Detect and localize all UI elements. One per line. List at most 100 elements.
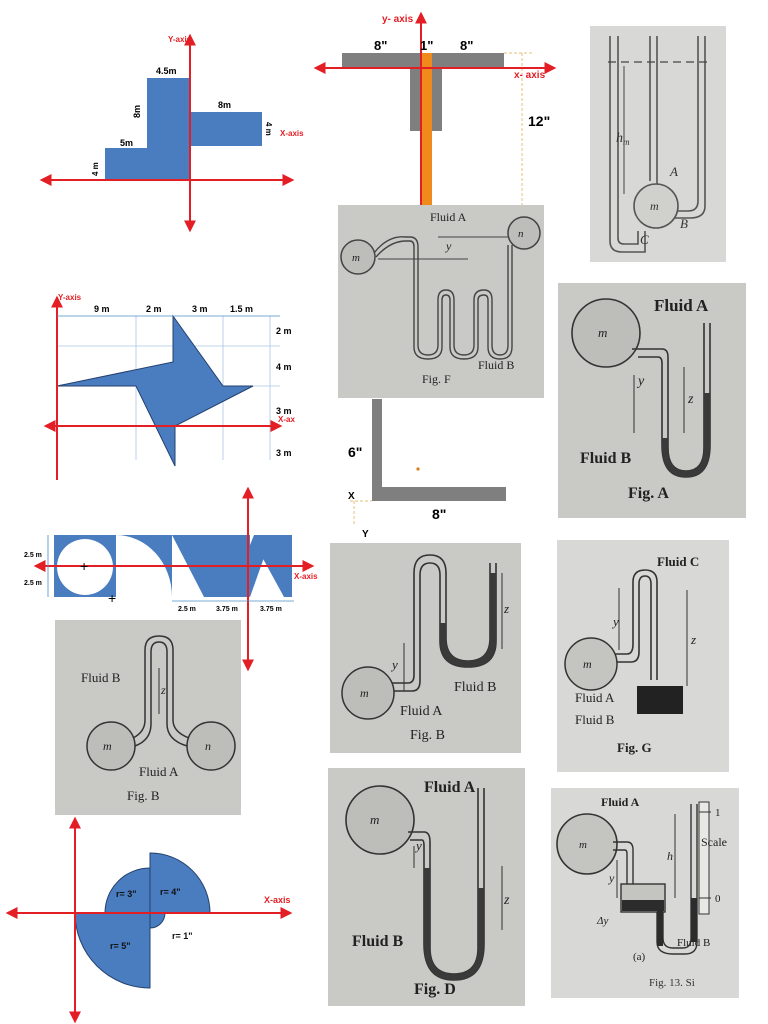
fig-b-mid-photo: z y m Fluid B Fluid A Fig. B bbox=[330, 543, 521, 753]
web-left bbox=[410, 67, 420, 131]
z-label: z bbox=[687, 392, 694, 407]
y-label: y bbox=[414, 838, 422, 853]
m-label: m bbox=[598, 325, 607, 340]
x-label: X bbox=[348, 491, 355, 502]
x-axis-label: X-axis bbox=[280, 129, 304, 138]
fluid-a-label: Fluid A bbox=[654, 296, 709, 315]
middle-block bbox=[116, 535, 172, 597]
m-label: m bbox=[583, 657, 592, 671]
label-hm: hm bbox=[616, 131, 630, 147]
z-label: z bbox=[503, 893, 510, 908]
fig-d-photo: Fluid A m y z Fluid B Fig. D bbox=[328, 768, 525, 1006]
m-label: m bbox=[579, 839, 587, 851]
star-shape bbox=[56, 314, 254, 467]
fig-g-caption: Fig. G bbox=[617, 740, 652, 755]
fluid-a-label: Fluid A bbox=[424, 779, 476, 796]
h-label: h bbox=[667, 849, 673, 863]
dy-label: Δy bbox=[596, 915, 608, 927]
stepped-shape bbox=[105, 78, 262, 180]
fluid-b-label: Fluid B bbox=[478, 358, 514, 372]
dim-8m-right: 8m bbox=[218, 100, 231, 110]
m-label: m bbox=[103, 739, 112, 753]
y-axis-label: y- axis bbox=[382, 14, 414, 25]
dim-right-2m: 2 m bbox=[276, 326, 292, 336]
dim-6: 6" bbox=[348, 444, 362, 460]
m-label: m bbox=[370, 812, 379, 827]
y-label: y bbox=[445, 239, 452, 253]
web-core bbox=[420, 53, 432, 208]
dim-2-5m-bottom: 2.5 m bbox=[24, 580, 42, 587]
dim-bottom-3-75m-b: 3.75 m bbox=[260, 606, 282, 613]
quarter-r1 bbox=[149, 912, 166, 929]
label-r1: r= 1" bbox=[172, 931, 193, 941]
stepped-section-diagram: Y-axis X-axis 4.5m 8m 8m 5m 4 m 4 m bbox=[30, 30, 320, 240]
z-label: z bbox=[503, 601, 509, 616]
fig-b-caption: Fig. B bbox=[127, 788, 160, 803]
fig-a-caption: Fig. A bbox=[628, 485, 669, 502]
fig-f-photo: Fluid A y m n Fluid B Fig. F bbox=[338, 205, 544, 398]
fig-f-caption: Fig. F bbox=[422, 372, 451, 386]
x-axis-label: X-axis bbox=[294, 572, 318, 581]
fluid-a-label: Fluid A bbox=[601, 795, 640, 809]
label-B: B bbox=[680, 216, 688, 231]
n-label: n bbox=[205, 739, 211, 753]
z-label: z bbox=[690, 632, 696, 647]
dim-1-5m: 1.5 m bbox=[230, 304, 253, 314]
x-axis-label: X-ax bbox=[278, 415, 295, 424]
fig-b-left-photo: Fluid B z m n Fluid A Fig. B bbox=[55, 620, 241, 815]
dim-top: 4.5m bbox=[156, 66, 177, 76]
zero-label: 0 bbox=[715, 893, 721, 905]
dim-9m: 9 m bbox=[94, 304, 110, 314]
fig-g-photo: Fluid C y z m Fluid A Fluid B Fig. G bbox=[557, 540, 729, 772]
m-label: m bbox=[352, 252, 360, 264]
fig-13-caption: Fig. 13. Si bbox=[649, 977, 695, 989]
dim-8-left: 8" bbox=[374, 38, 387, 53]
y-label: y bbox=[608, 871, 615, 885]
dim-bottom-2-5m: 2.5 m bbox=[178, 606, 196, 613]
fluid-b-label: Fluid B bbox=[352, 933, 403, 950]
label-r5: r= 5" bbox=[110, 941, 131, 951]
label-m: m bbox=[650, 199, 659, 213]
fluid-b-label: Fluid B bbox=[580, 450, 631, 467]
n-label: n bbox=[518, 228, 524, 240]
x-axis-label: X-axis bbox=[264, 895, 291, 905]
fig-b-caption: Fig. B bbox=[410, 728, 445, 743]
fluid-a-label: Fluid A bbox=[575, 690, 615, 705]
dim-8-right: 8" bbox=[460, 38, 473, 53]
t-section-diagram: y- axis x- axis 8" 1" 8" 12" bbox=[310, 8, 560, 208]
svg-text:+: + bbox=[108, 590, 116, 606]
dim-1: 1" bbox=[420, 38, 433, 53]
fluid-a-label: Fluid A bbox=[430, 210, 467, 224]
dim-4m-left: 4 m bbox=[91, 162, 100, 176]
dim-right-3m-a: 3 m bbox=[276, 406, 292, 416]
y-label: y bbox=[636, 374, 645, 389]
dim-5m: 5m bbox=[120, 138, 133, 148]
label-C: C bbox=[640, 232, 649, 247]
fluid-a-label: Fluid A bbox=[139, 764, 179, 779]
label-r3: r= 3" bbox=[116, 889, 137, 899]
y-axis-label: Y-axis bbox=[58, 293, 82, 302]
a-label: (a) bbox=[633, 951, 646, 963]
one-label: 1 bbox=[715, 807, 721, 819]
fluid-b-label: Fluid B bbox=[454, 680, 496, 695]
dim-8: 8" bbox=[432, 506, 446, 522]
dim-8m-left: 8m bbox=[132, 105, 142, 118]
quarter-circles-diagram: X-axis r= 3" r= 4" r= 5" r= 1" bbox=[0, 815, 300, 1024]
dim-4m-right: 4 m bbox=[264, 122, 273, 136]
y-label: y bbox=[390, 657, 398, 672]
dim-2m: 2 m bbox=[146, 304, 162, 314]
fluid-b-label: Fluid B bbox=[81, 670, 121, 685]
dim-12: 12" bbox=[528, 113, 550, 129]
label-A: A bbox=[669, 164, 678, 179]
star-section-diagram: Y-axis X-ax 9 m 2 m 3 m 1.5 m 2 m 4 m 3 … bbox=[40, 290, 330, 490]
fluid-b-label: Fluid B bbox=[575, 712, 615, 727]
strip-section-diagram: + + 2.5 m 2.5 m X-axis 2.5 m 3.75 m 3.75… bbox=[22, 487, 322, 672]
label-r4: r= 4" bbox=[160, 887, 181, 897]
left-block-with-hole bbox=[54, 535, 116, 597]
angle-shape bbox=[372, 399, 506, 501]
web-right bbox=[432, 67, 442, 131]
manometer-photo-hm: hm m A B C bbox=[590, 26, 726, 262]
scale-label: Scale bbox=[701, 835, 727, 849]
x-axis-label: x- axis bbox=[514, 70, 546, 81]
fig-a-photo: Fluid A m y z Fluid B Fig. A bbox=[558, 283, 746, 518]
